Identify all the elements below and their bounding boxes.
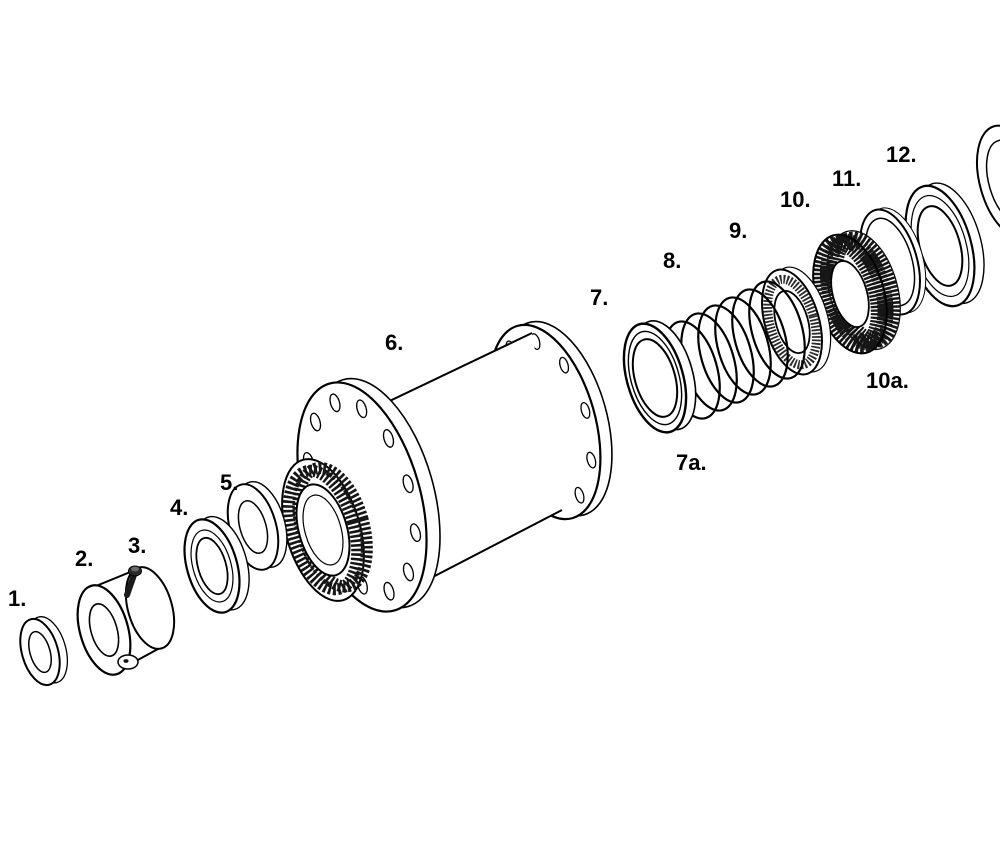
spoke-hole — [409, 523, 422, 543]
spoke-hole — [329, 393, 341, 413]
label-12: 12. — [886, 142, 917, 167]
label-11: 11. — [832, 166, 861, 191]
label-9: 9. — [729, 218, 747, 243]
label-3: 3. — [128, 533, 146, 558]
spoke-hole — [574, 486, 585, 504]
label-6: 6. — [385, 330, 403, 355]
spring-coil — [748, 280, 806, 380]
hub-threaded-boss — [281, 458, 373, 602]
drive-ring-bore — [830, 260, 870, 328]
screw-head-top — [131, 566, 139, 572]
hub-barrel-top-edge — [374, 332, 533, 409]
part-7-seal-ring — [622, 320, 697, 434]
part-8-coil-spring — [663, 280, 806, 420]
spring-coil — [697, 304, 755, 404]
label-7a: 7a. — [676, 450, 707, 475]
spring-coil — [714, 296, 772, 396]
label-10a: 10a. — [866, 368, 909, 393]
spoke-hole — [356, 399, 368, 419]
part-edge-ring — [976, 124, 1000, 240]
cap-opening — [88, 602, 120, 658]
part-12-bearing-ring — [904, 182, 985, 308]
spoke-hole — [402, 474, 414, 494]
spoke-hole — [382, 429, 395, 448]
spoke-hole — [402, 562, 415, 582]
part-10-drive-ring — [812, 230, 901, 355]
label-1: 1. — [8, 586, 26, 611]
spacer-bore — [237, 500, 269, 554]
part-4-seal — [183, 515, 250, 614]
spoke-hole — [586, 451, 597, 469]
drive-ring-teeth-front — [813, 235, 887, 353]
label-5: 5. — [220, 470, 238, 495]
seal-mid-line — [627, 330, 683, 426]
part-3-set-screw — [124, 565, 142, 598]
label-10: 10. — [780, 187, 811, 212]
spoke-hole — [383, 581, 395, 601]
label-2: 2. — [75, 546, 93, 571]
part-1-end-ring — [19, 616, 69, 687]
spring-coil — [731, 288, 789, 388]
part-6-hub-shell — [281, 320, 613, 613]
spoke-hole — [580, 402, 591, 419]
screw-shaft — [124, 572, 137, 598]
ratchet-knurl-band — [763, 274, 821, 370]
spoke-hole — [558, 356, 570, 374]
end-ring-bore — [28, 630, 52, 674]
seal-bore — [631, 338, 679, 418]
spoke-hole — [309, 412, 322, 432]
edge-ring-bore — [985, 139, 1000, 225]
label-7: 7. — [590, 285, 608, 310]
seal4-bore — [195, 536, 229, 596]
boss-bore-inner-line — [302, 494, 344, 566]
label-4: 4. — [170, 495, 188, 520]
part-2-end-cap — [76, 566, 176, 676]
cap-tab-hole — [123, 659, 129, 663]
boss-knurl-front — [282, 464, 364, 596]
seal4-mid-line — [190, 529, 234, 603]
label-8: 8. — [663, 248, 681, 273]
